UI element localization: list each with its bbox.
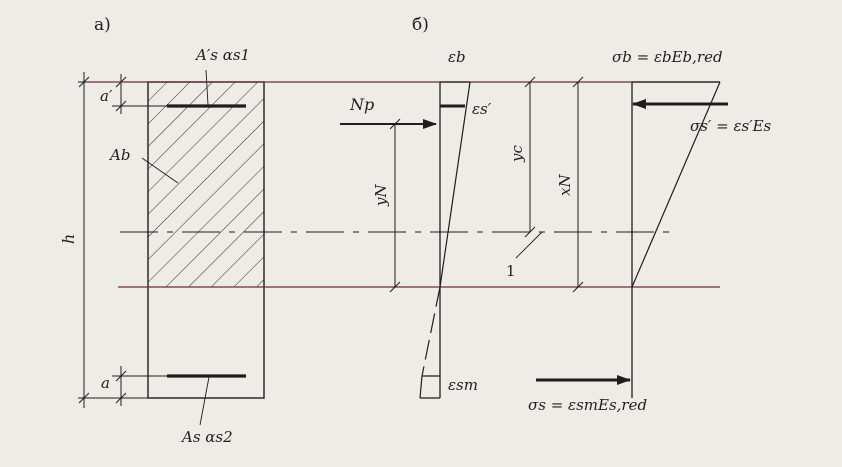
dimension-xn [572, 76, 584, 293]
label-xn: xN [556, 174, 574, 196]
compressed-zone-hatch [148, 82, 264, 287]
label-eps-s-prime: εs′ [472, 100, 492, 118]
label-eps-sm: εsm [448, 376, 478, 394]
label-1: 1 [506, 262, 516, 280]
leader-1 [515, 231, 543, 259]
label-sigma-s-prime: σs′ = εs′Es [690, 117, 772, 135]
label-eps-b: εb [448, 48, 466, 66]
strain-profile-line [439, 81, 471, 288]
leader-ab [141, 157, 179, 184]
strain-diagram [419, 81, 471, 399]
label-yn: yN [372, 184, 390, 207]
label-ab: Ab [108, 146, 130, 164]
label-a: a [101, 374, 110, 392]
panel-label-b: б) [412, 15, 429, 35]
leader-as-prime [205, 69, 209, 106]
panel-label-a: а) [94, 15, 111, 35]
leader-as [199, 376, 210, 426]
label-a-prime: a′ [100, 87, 113, 105]
label-as-prime-alpha-s1: A′s αs1 [194, 46, 250, 64]
label-as-alpha-s2: As αs2 [180, 428, 233, 446]
dimension-a [112, 366, 167, 406]
label-yc: yc [508, 145, 526, 163]
dimension-h [78, 72, 148, 408]
label-sigma-s: σs = εsmEs,red [528, 396, 647, 414]
stress-diagram [536, 81, 728, 398]
dimension-yc [524, 76, 536, 238]
label-sigma-b: σb = εbEb,red [612, 48, 723, 66]
label-np: Np [349, 95, 374, 114]
strain-tension-dashed [421, 286, 441, 377]
stress-profile-line [631, 81, 721, 288]
cross-section [141, 69, 265, 426]
label-h: h [59, 234, 78, 244]
force-np [340, 118, 437, 293]
